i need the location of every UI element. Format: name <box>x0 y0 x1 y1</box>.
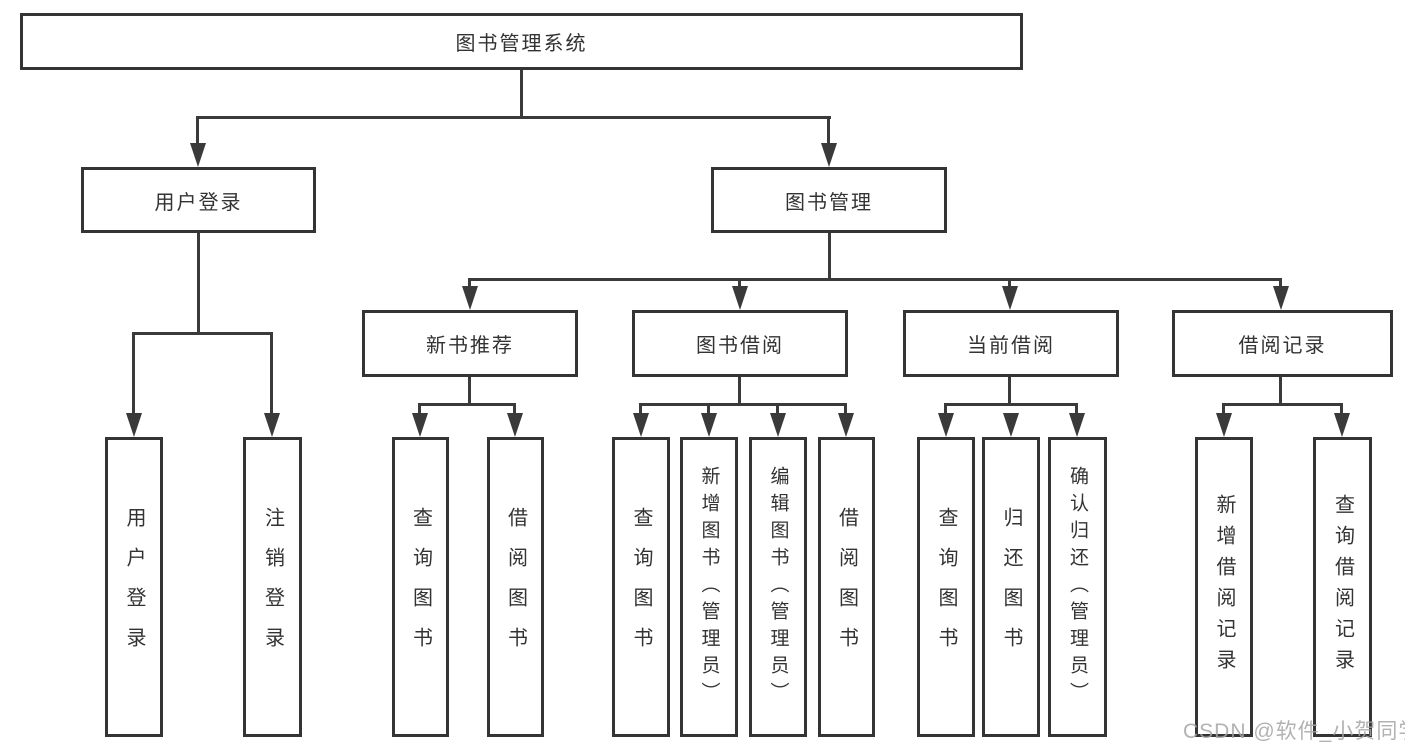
leaf-query-borrow-record: 查询借阅记录 <box>1313 437 1372 737</box>
leaf-query-books-current: 查询图书 <box>917 437 975 737</box>
leaf-borrow-books-recommend: 借阅图书 <box>487 437 544 737</box>
node-current-borrowing: 当前借阅 <box>903 310 1119 377</box>
arrow-down-icon <box>1002 286 1018 310</box>
node-label: 图书借阅 <box>696 335 784 357</box>
arrow-down-icon <box>838 413 854 437</box>
node-label: 借阅记录 <box>1238 335 1327 357</box>
arrow-down-icon <box>821 143 837 167</box>
leaf-add-books-admin: 新增图书（管理员） <box>680 437 738 737</box>
arrow-down-icon <box>701 413 717 437</box>
arrow-down-icon <box>732 286 748 310</box>
arrow-down-icon <box>1003 413 1019 437</box>
node-label: 确认归还（管理员） <box>1067 465 1088 709</box>
node-label: 归还图书 <box>1000 507 1022 667</box>
connector-line <box>513 403 516 416</box>
arrow-down-icon <box>633 413 649 437</box>
connector-line <box>1340 403 1343 416</box>
arrow-down-icon <box>770 413 786 437</box>
node-label: 查询图书 <box>630 507 652 667</box>
arrow-down-icon <box>1273 286 1289 310</box>
connector-line <box>468 377 471 405</box>
node-label: 图书管理 <box>785 191 873 214</box>
arrow-down-icon <box>938 413 954 437</box>
node-label: 新增图书（管理员） <box>698 465 720 709</box>
node-label: 借阅图书 <box>504 507 527 667</box>
connector-line <box>468 278 471 290</box>
connector-line <box>196 116 199 146</box>
csdn-watermark: CSDN @软件_小贺同学 <box>1183 720 1405 743</box>
node-label: 图书管理系统 <box>455 33 588 55</box>
connector-line <box>418 403 516 406</box>
connector-line <box>196 116 831 119</box>
leaf-confirm-return-admin: 确认归还（管理员） <box>1048 437 1107 737</box>
connector-line <box>468 278 1282 281</box>
connector-line <box>639 403 847 406</box>
leaf-add-borrow-record: 新增借阅记录 <box>1195 437 1253 737</box>
node-label: 查询图书 <box>935 507 957 667</box>
connector-line <box>776 403 779 416</box>
arrow-down-icon <box>1216 413 1232 437</box>
leaf-query-books-borrowing: 查询图书 <box>612 437 670 737</box>
connector-line <box>270 332 273 416</box>
arrow-down-icon <box>412 413 428 437</box>
connector-line <box>197 233 200 334</box>
connector-line <box>738 377 741 405</box>
arrow-down-icon <box>1069 413 1085 437</box>
connector-line <box>1075 403 1078 416</box>
node-library-system: 图书管理系统 <box>20 13 1023 70</box>
arrow-down-icon <box>507 413 523 437</box>
leaf-logout: 注销登录 <box>243 437 302 737</box>
leaf-borrow-books: 借阅图书 <box>818 437 875 737</box>
connector-line <box>1279 377 1282 405</box>
connector-line <box>132 332 273 335</box>
arrow-down-icon <box>190 143 206 167</box>
node-user-login: 用户登录 <box>81 167 316 233</box>
arrow-down-icon <box>1334 413 1350 437</box>
connector-line <box>1008 278 1011 290</box>
connector-line <box>1222 403 1225 416</box>
connector-line <box>738 278 741 290</box>
connector-line <box>1279 278 1282 290</box>
node-book-management: 图书管理 <box>711 167 947 233</box>
node-label: 当前借阅 <box>967 335 1055 357</box>
connector-line <box>520 70 523 118</box>
node-new-book-recommend: 新书推荐 <box>362 310 578 377</box>
connector-line <box>1008 377 1011 405</box>
connector-line <box>639 403 642 416</box>
arrow-down-icon <box>462 286 478 310</box>
leaf-return-books: 归还图书 <box>982 437 1040 737</box>
leaf-user-login: 用户登录 <box>105 437 163 737</box>
connector-line <box>944 403 947 416</box>
node-label: 查询图书 <box>409 507 432 667</box>
node-book-borrowing: 图书借阅 <box>632 310 848 377</box>
connector-line <box>132 332 135 416</box>
node-label: 用户登录 <box>154 191 243 214</box>
arrow-down-icon <box>126 413 142 437</box>
connector-line <box>418 403 421 416</box>
node-label: 编辑图书（管理员） <box>767 465 789 709</box>
node-label: 借阅图书 <box>835 507 858 667</box>
node-label: 新增借阅记录 <box>1213 494 1235 680</box>
node-label: 新书推荐 <box>426 335 514 357</box>
connector-line <box>844 403 847 416</box>
connector-line <box>827 116 830 146</box>
leaf-query-books-recommend: 查询图书 <box>392 437 449 737</box>
connector-line <box>944 403 1078 406</box>
node-label: 注销登录 <box>261 507 284 667</box>
connector-line <box>828 233 831 280</box>
node-label: 查询借阅记录 <box>1331 494 1354 680</box>
connector-line <box>1222 403 1343 406</box>
arrow-down-icon <box>264 413 280 437</box>
connector-line <box>707 403 710 416</box>
node-label: 用户登录 <box>123 507 145 667</box>
leaf-edit-books-admin: 编辑图书（管理员） <box>749 437 807 737</box>
node-borrowing-records: 借阅记录 <box>1172 310 1393 377</box>
